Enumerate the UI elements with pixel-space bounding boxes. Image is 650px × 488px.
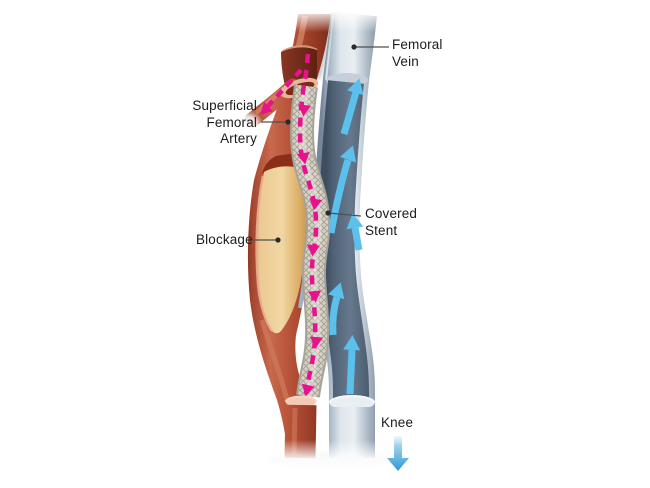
vein-flow-arrow [343,335,361,395]
blockage-label: Blockage [196,232,253,247]
vein-flow-arrow [328,282,345,336]
vein-rim-arc [328,395,376,404]
vein-flow-arrows [327,78,364,395]
knee-label: Knee [381,415,414,430]
blockage-dot [275,237,281,243]
covered-stent-leader [327,212,362,217]
vein-flow-arrow [346,213,364,251]
stent-flow-dashes [297,53,319,395]
branch-flow-arrowhead [260,101,274,115]
branch-flow-dashes [266,68,303,108]
vein-flow-arrow [327,145,357,234]
superficial-femoral-artery-label: Superficial Femoral Artery [192,98,257,146]
white-fades [230,0,430,472]
femoral-vein-dot [351,44,357,50]
leader-dots [275,44,357,243]
blockage-left-rim [255,175,274,332]
arterial-flow-arrows [260,53,323,397]
femoral-vein-label: Femoral Vein [392,37,443,69]
knee-direction-arrow [387,436,409,471]
covered-stent-label: Covered Stent [365,206,418,238]
vein-flow-arrow [340,78,364,135]
vein-cut-rim-bottom [329,396,375,410]
sfa-dot [285,119,291,125]
stent-flow-arrowheads [296,104,323,397]
covered-stent-dot [325,210,331,216]
artery-cut-rim-bottom [286,396,316,408]
artery-rim-arc [285,395,317,403]
leader-lines [252,46,389,241]
blockage-plaque [257,166,311,334]
